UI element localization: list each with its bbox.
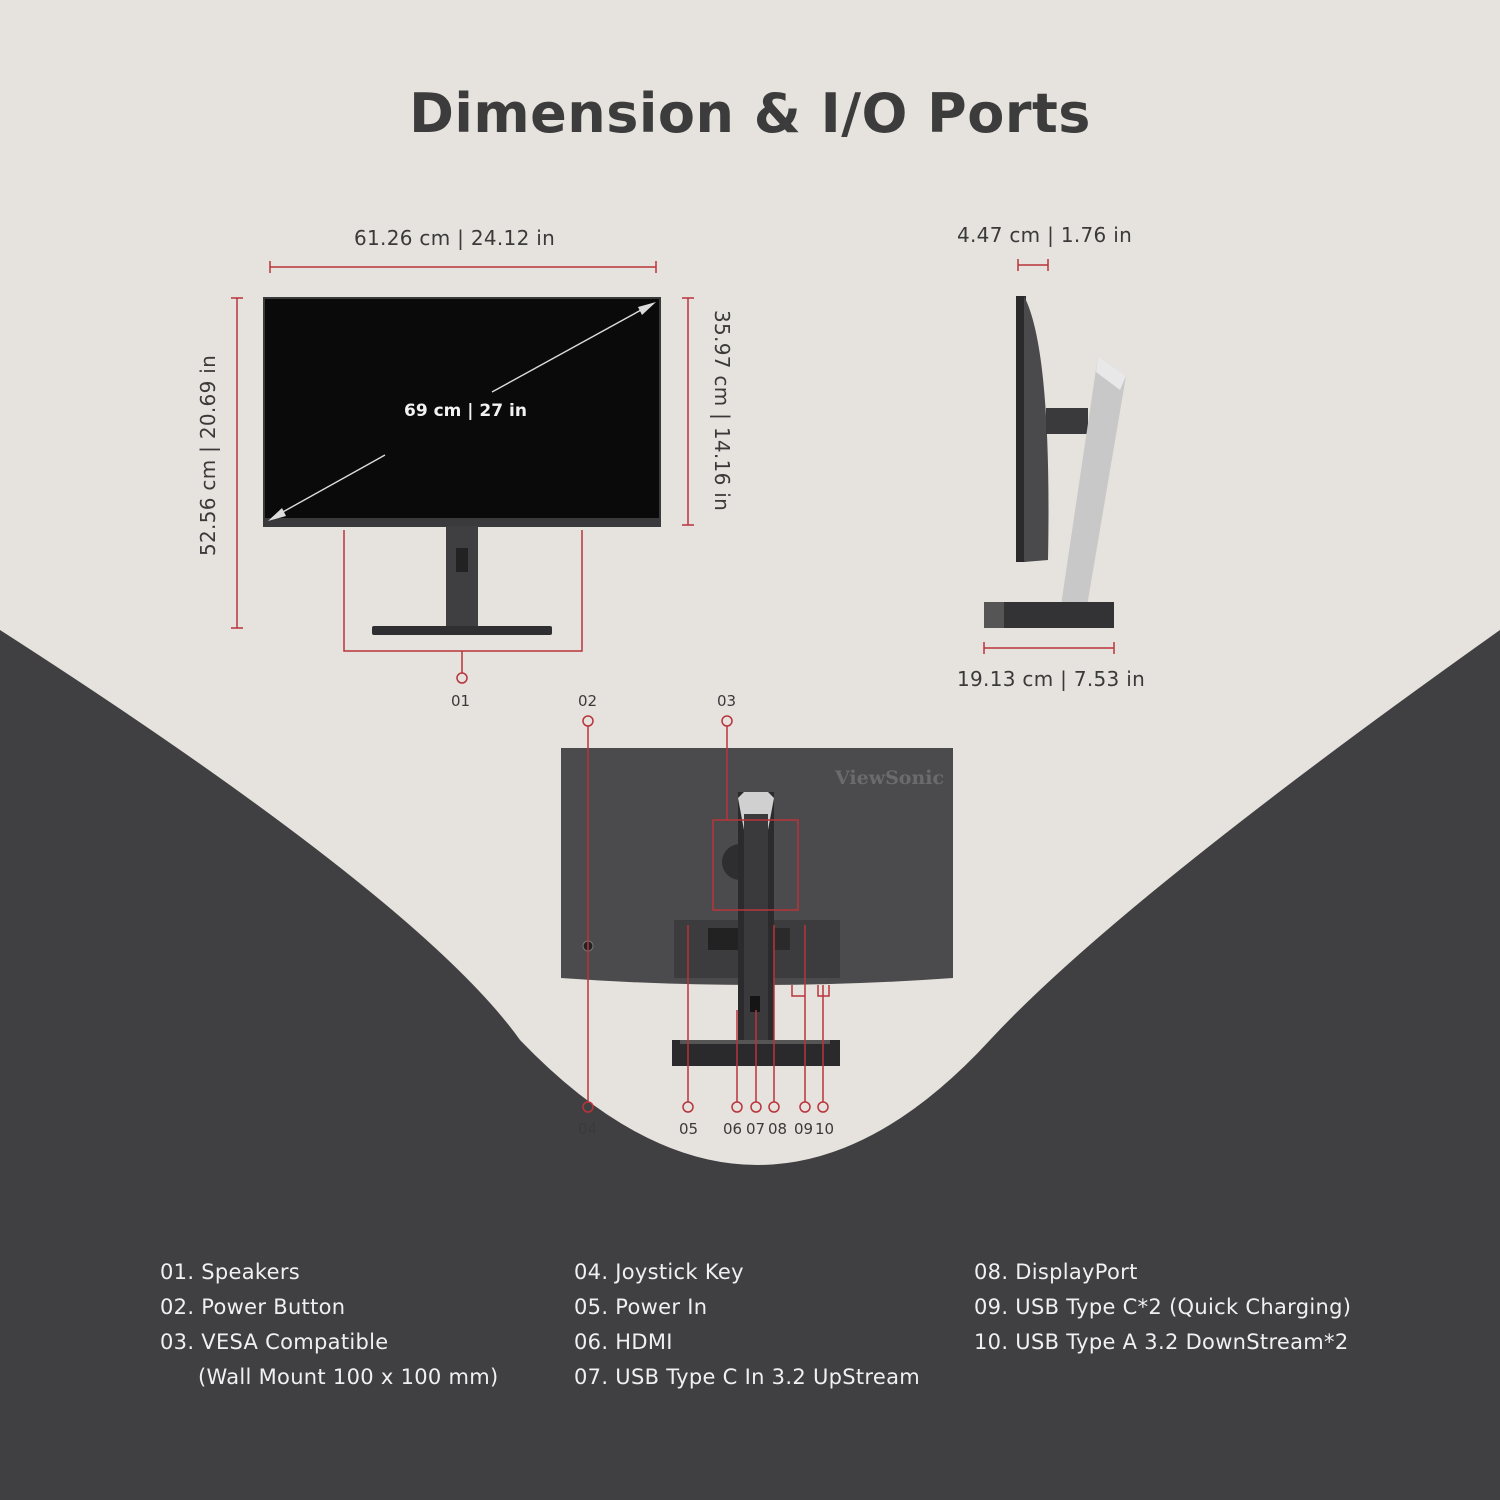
legend-item-hdmi: 06. HDMI	[574, 1330, 673, 1354]
callout-02: 02	[578, 692, 598, 710]
callout-01: 01	[451, 692, 471, 710]
legend-item-displayport: 08. DisplayPort	[974, 1260, 1138, 1284]
callout-03: 03	[717, 692, 737, 710]
callout-06: 06	[723, 1120, 743, 1138]
callout-09: 09	[794, 1120, 814, 1138]
page-title: Dimension & I/O Ports	[409, 82, 1091, 145]
side-monitor	[984, 296, 1126, 628]
legend-item-power-button: 02. Power Button	[160, 1295, 346, 1319]
height-dimension-label: 52.56 cm | 20.69 in	[196, 354, 220, 556]
callout-10: 10	[815, 1120, 835, 1138]
callout-08: 08	[768, 1120, 788, 1138]
width-dimension-label: 61.26 cm | 24.12 in	[354, 226, 556, 250]
legend-item-usb-c-upstream: 07. USB Type C In 3.2 UpStream	[574, 1365, 921, 1389]
rear-callout-lines	[582, 715, 830, 1113]
callout-05: 05	[679, 1120, 699, 1138]
rear-monitor	[561, 748, 953, 1066]
legend-item-power-in: 05. Power In	[574, 1295, 708, 1319]
dark-background	[0, 630, 1500, 1500]
legend-item-vesa: 03. VESA Compatible	[160, 1330, 389, 1354]
callout-07: 07	[746, 1120, 766, 1138]
legend-column-1: 01. Speakers 02. Power Button 03. VESA C…	[160, 1255, 499, 1395]
callout-04: 04	[578, 1120, 598, 1138]
legend-item-joystick: 04. Joystick Key	[574, 1260, 744, 1284]
front-monitor	[263, 297, 661, 635]
legend-item-speakers: 01. Speakers	[160, 1260, 301, 1284]
diagonal-size-label: 69 cm | 27 in	[404, 401, 527, 421]
panel-height-dimension-label: 35.97 cm | 14.16 in	[710, 310, 734, 512]
legend-item-vesa-detail: (Wall Mount 100 x 100 mm)	[198, 1365, 499, 1389]
depth-dimension-label: 4.47 cm | 1.76 in	[957, 223, 1133, 247]
legend-item-usb-a-downstream: 10. USB Type A 3.2 DownStream*2	[974, 1330, 1349, 1354]
legend-item-usb-c-charging: 09. USB Type C*2 (Quick Charging)	[974, 1295, 1352, 1319]
side-dimension-lines	[983, 259, 1115, 654]
base-depth-dimension-label: 19.13 cm | 7.53 in	[957, 667, 1146, 691]
viewsonic-logo: ViewSonic	[835, 767, 945, 789]
legend-column-3: 08. DisplayPort 09. USB Type C*2 (Quick …	[974, 1255, 1351, 1360]
legend-column-2: 04. Joystick Key 05. Power In 06. HDMI 0…	[574, 1255, 920, 1395]
front-dimension-lines	[231, 261, 694, 684]
